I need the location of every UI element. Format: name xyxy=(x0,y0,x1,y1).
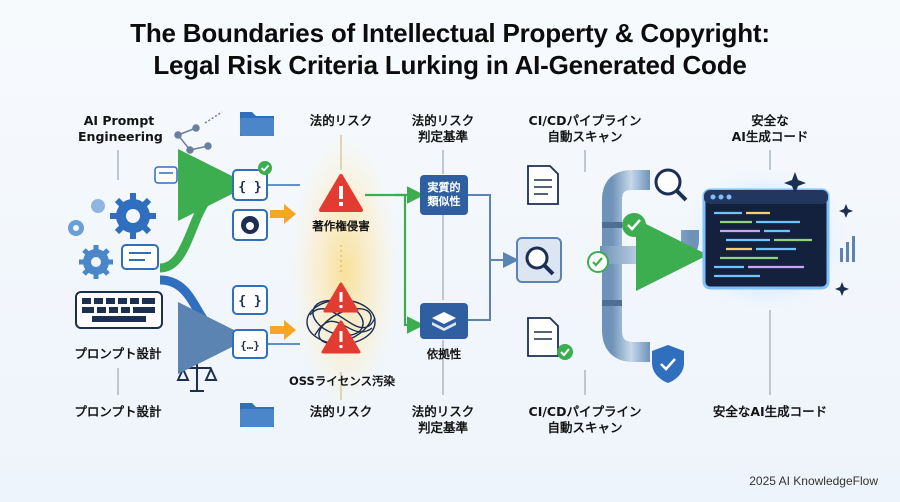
label-legal-risk-top: 法的リスク xyxy=(309,113,373,128)
sparkle-icon xyxy=(784,172,853,296)
warning-icon xyxy=(321,320,361,354)
svg-text:{…}: {…} xyxy=(240,339,260,352)
check-circle-icon xyxy=(557,344,573,360)
flow-line xyxy=(365,193,425,334)
label-cicd-top: CI/CDパイプライン自動スキャン xyxy=(528,113,642,144)
flow-line xyxy=(468,260,491,321)
magnifier-icon xyxy=(525,246,555,276)
code-window-icon xyxy=(702,188,830,290)
flow-arrow-lower xyxy=(159,275,250,374)
network-icon xyxy=(174,111,223,154)
label-cicd-bottom: CI/CDパイプライン自動スキャン xyxy=(528,404,642,435)
label-legal-risk-bottom: 法的リスク xyxy=(309,404,373,419)
flow-arrow-upper xyxy=(159,149,250,273)
check-circle-icon xyxy=(622,213,646,237)
gear-icon xyxy=(79,245,113,279)
keyboard-icon xyxy=(75,291,163,329)
footer-credit: 2025 AI KnowledgeFlow xyxy=(749,474,878,488)
label-prompt-design-bottom: プロンプト設計 xyxy=(74,404,162,419)
document-icon xyxy=(527,165,559,205)
folder-icon xyxy=(240,403,274,427)
check-circle-icon xyxy=(587,251,609,273)
substantial-similarity-box xyxy=(420,175,468,215)
flow-arrow-to-safe xyxy=(635,219,708,292)
title-line-1: The Boundaries of Intellectual Property … xyxy=(130,18,770,48)
code-brackets-icon: { } xyxy=(232,169,268,201)
guide-lines xyxy=(117,135,771,400)
warning-icon xyxy=(319,174,363,212)
gear-icon xyxy=(68,199,105,236)
scales-icon xyxy=(176,362,218,392)
code-brackets-icon: {…} xyxy=(232,329,268,359)
risk-glow xyxy=(290,130,400,410)
label-legal-criteria-top: 法的リスク判定基準 xyxy=(411,113,475,144)
label-copyright-infringement: 著作権侵害 xyxy=(312,219,370,233)
risk-arrows xyxy=(270,204,296,340)
label-safe-bottom: 安全なAI生成コード xyxy=(712,404,828,419)
layers-icon xyxy=(432,312,456,331)
github-icon xyxy=(232,209,268,241)
svg-text:{ }: { } xyxy=(238,180,261,195)
shield-check-icon xyxy=(652,345,684,383)
label-legal-criteria-bottom: 法的リスク判定基準 xyxy=(411,404,475,435)
svg-text:{ }: { } xyxy=(238,294,261,309)
bar-graphic xyxy=(840,236,855,262)
label-substantial-similarity: 実質的類似性 xyxy=(427,181,461,208)
label-oss-contamination: OSSライセンス汚染 xyxy=(288,374,396,388)
title-line-2: Legal Risk Criteria Lurking in AI-Genera… xyxy=(153,50,747,80)
check-circle-icon xyxy=(258,161,272,175)
magnifier-icon xyxy=(654,168,688,202)
warning-icon xyxy=(323,282,359,313)
document-icon xyxy=(527,317,559,357)
folder-icon xyxy=(240,112,274,136)
code-brackets-icon: { } xyxy=(232,285,268,315)
chat-bubble-icon xyxy=(121,166,178,270)
flow-line xyxy=(468,194,519,268)
label-dependency: 依拠性 xyxy=(426,347,462,361)
label-prompt-design-mid: プロンプト設計 xyxy=(74,346,162,361)
gear-icon xyxy=(110,193,156,239)
